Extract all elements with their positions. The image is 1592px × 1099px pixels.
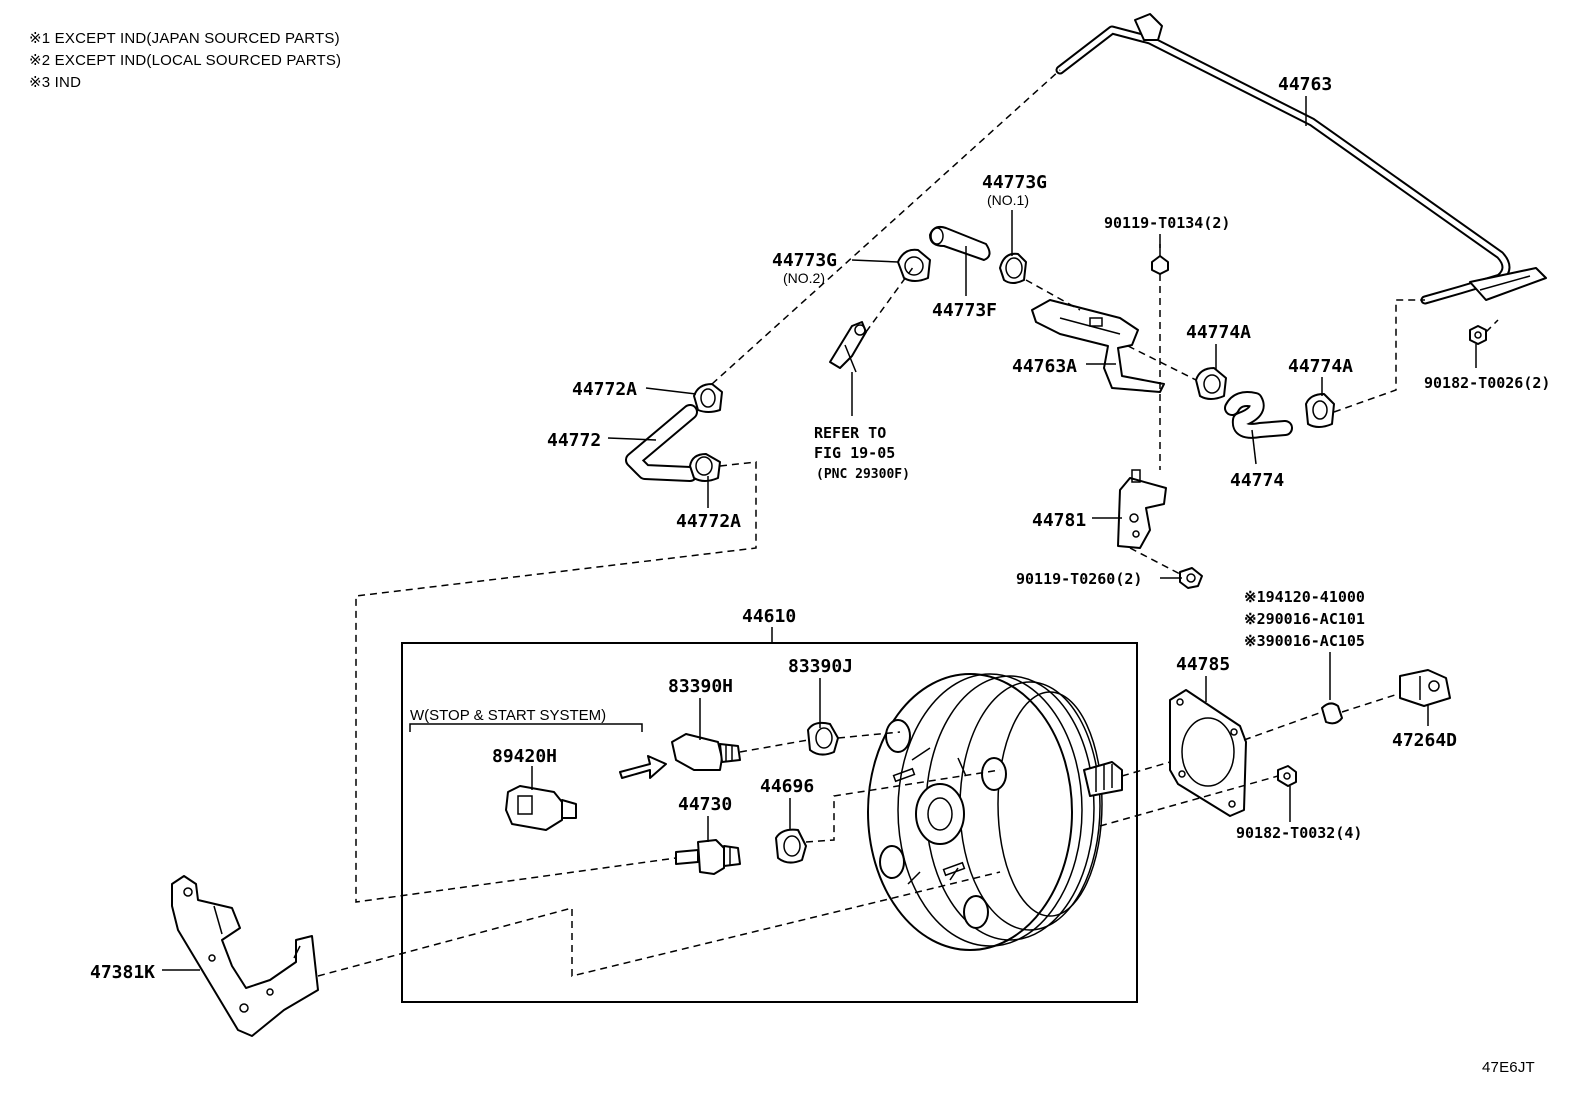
dashed-connections: [317, 69, 1499, 977]
pin-joint[interactable]: [1321, 702, 1343, 725]
nut-90182-t0026[interactable]: [1469, 325, 1487, 345]
label-47381k: 47381K: [90, 962, 155, 983]
label-47264d: 47264D: [1392, 730, 1457, 751]
arrow-icon: [619, 755, 667, 779]
label-83390j: 83390J: [788, 656, 853, 677]
label-supp-2: ※290016-AC101: [1244, 610, 1365, 628]
label-44772: 44772: [547, 430, 601, 451]
label-44774a-right: 44774A: [1288, 356, 1353, 377]
label-44774: 44774: [1230, 470, 1284, 491]
label-90182-t0032: 90182-T0032(4): [1236, 824, 1362, 842]
label-44772a-lower: 44772A: [676, 511, 741, 532]
label-stop-start: W(STOP & START SYSTEM): [410, 707, 606, 724]
footnote-2: ※2 EXCEPT IND(LOCAL SOURCED PARTS): [29, 52, 342, 69]
clevis-47264d[interactable]: [1399, 669, 1451, 707]
hose-44772[interactable]: [625, 404, 698, 482]
label-44785: 44785: [1176, 654, 1230, 675]
check-valve-refer[interactable]: [829, 321, 867, 373]
clamp-44774a-left[interactable]: [1195, 367, 1227, 400]
figure-code: 47E6JT: [1482, 1059, 1535, 1076]
clamp-44772a-upper[interactable]: [693, 383, 723, 413]
footnote-3: ※3 IND: [29, 74, 82, 91]
label-90119-t0260: 90119-T0260(2): [1016, 570, 1142, 588]
hose-44774[interactable]: [1224, 391, 1293, 439]
grommet-83390j[interactable]: [807, 721, 839, 756]
stop-start-bracket-line: [409, 723, 643, 732]
label-90119-t0134: 90119-T0134(2): [1104, 214, 1230, 232]
label-44774a-left: 44774A: [1186, 322, 1251, 343]
label-no1: (NO.1): [987, 192, 1029, 208]
label-44773g-no1: 44773G: [982, 172, 1047, 193]
label-44763a: 44763A: [1012, 356, 1077, 377]
leader-lines: [162, 96, 1477, 971]
label-no2: (NO.2): [783, 270, 825, 286]
label-44772a-upper: 44772A: [572, 379, 637, 400]
valve-83390h[interactable]: [671, 733, 741, 771]
brake-booster[interactable]: [867, 673, 1123, 951]
label-44773g-no2: 44773G: [772, 250, 837, 271]
gasket-44785[interactable]: [1169, 689, 1247, 817]
label-90182-t0026: 90182-T0026(2): [1424, 374, 1550, 392]
label-44610: 44610: [742, 606, 796, 627]
label-89420h: 89420H: [492, 746, 557, 767]
hose-44773f[interactable]: [929, 225, 991, 261]
label-83390h: 83390H: [668, 676, 733, 697]
grommet-44696[interactable]: [775, 828, 807, 864]
label-refer-pnc: (PNC 29300F): [816, 467, 910, 482]
assembly-box-44610: [401, 642, 1138, 1003]
label-supp-3: ※390016-AC105: [1244, 632, 1365, 650]
bolt-90119-t0134[interactable]: [1151, 244, 1169, 275]
label-44773f: 44773F: [932, 300, 997, 321]
clamp-44774a-right[interactable]: [1305, 393, 1335, 428]
label-44696: 44696: [760, 776, 814, 797]
vacuum-pipe-44763[interactable]: [1055, 13, 1547, 305]
bracket-44763a[interactable]: [1031, 299, 1165, 393]
nut-90182-t0032[interactable]: [1277, 765, 1297, 787]
clamp-44772a-lower[interactable]: [689, 453, 721, 482]
label-refer-to: REFER TO: [814, 424, 886, 442]
label-44730: 44730: [678, 794, 732, 815]
label-refer-fig: FIG 19-05: [814, 444, 895, 462]
valve-44730[interactable]: [675, 839, 741, 875]
footnote-1: ※1 EXCEPT IND(JAPAN SOURCED PARTS): [29, 30, 340, 47]
clamp-44773g-no2[interactable]: [897, 248, 931, 282]
bolt-90119-t0260[interactable]: [1179, 567, 1203, 589]
sensor-89420h[interactable]: [505, 785, 577, 831]
bracket-44781[interactable]: [1117, 469, 1167, 549]
bracket-47381k[interactable]: [171, 875, 319, 1037]
clamp-44773g-no1[interactable]: [999, 252, 1027, 284]
label-44763: 44763: [1278, 74, 1332, 95]
label-supp-1: ※194120-41000: [1244, 588, 1365, 606]
label-44781: 44781: [1032, 510, 1086, 531]
